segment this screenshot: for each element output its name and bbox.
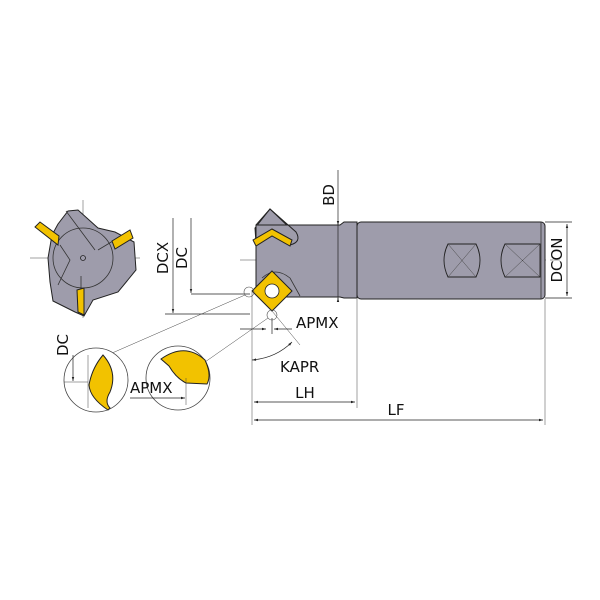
flat-1 bbox=[443, 243, 481, 278]
lf-label: LF bbox=[388, 401, 405, 419]
detail-apmx: APMX bbox=[130, 345, 211, 411]
detail-dc: DC bbox=[54, 334, 129, 413]
flat-2 bbox=[500, 243, 541, 278]
dcon-label: DCON bbox=[548, 237, 566, 282]
lh-label: LH bbox=[295, 384, 315, 402]
bd-label: BD bbox=[320, 184, 338, 206]
kapr-label: KAPR bbox=[280, 358, 319, 376]
side-view bbox=[240, 208, 560, 321]
end-view bbox=[30, 200, 140, 318]
torx-screw-icon bbox=[264, 283, 280, 299]
apmx-label: APMX bbox=[296, 314, 339, 332]
detail-dc-label: DC bbox=[54, 334, 72, 356]
dc-label: DC bbox=[173, 247, 191, 269]
detail-apmx-label: APMX bbox=[130, 379, 173, 397]
dcx-label: DCX bbox=[154, 242, 172, 274]
dcx-dc-dimensions: DCX DC bbox=[154, 218, 250, 315]
